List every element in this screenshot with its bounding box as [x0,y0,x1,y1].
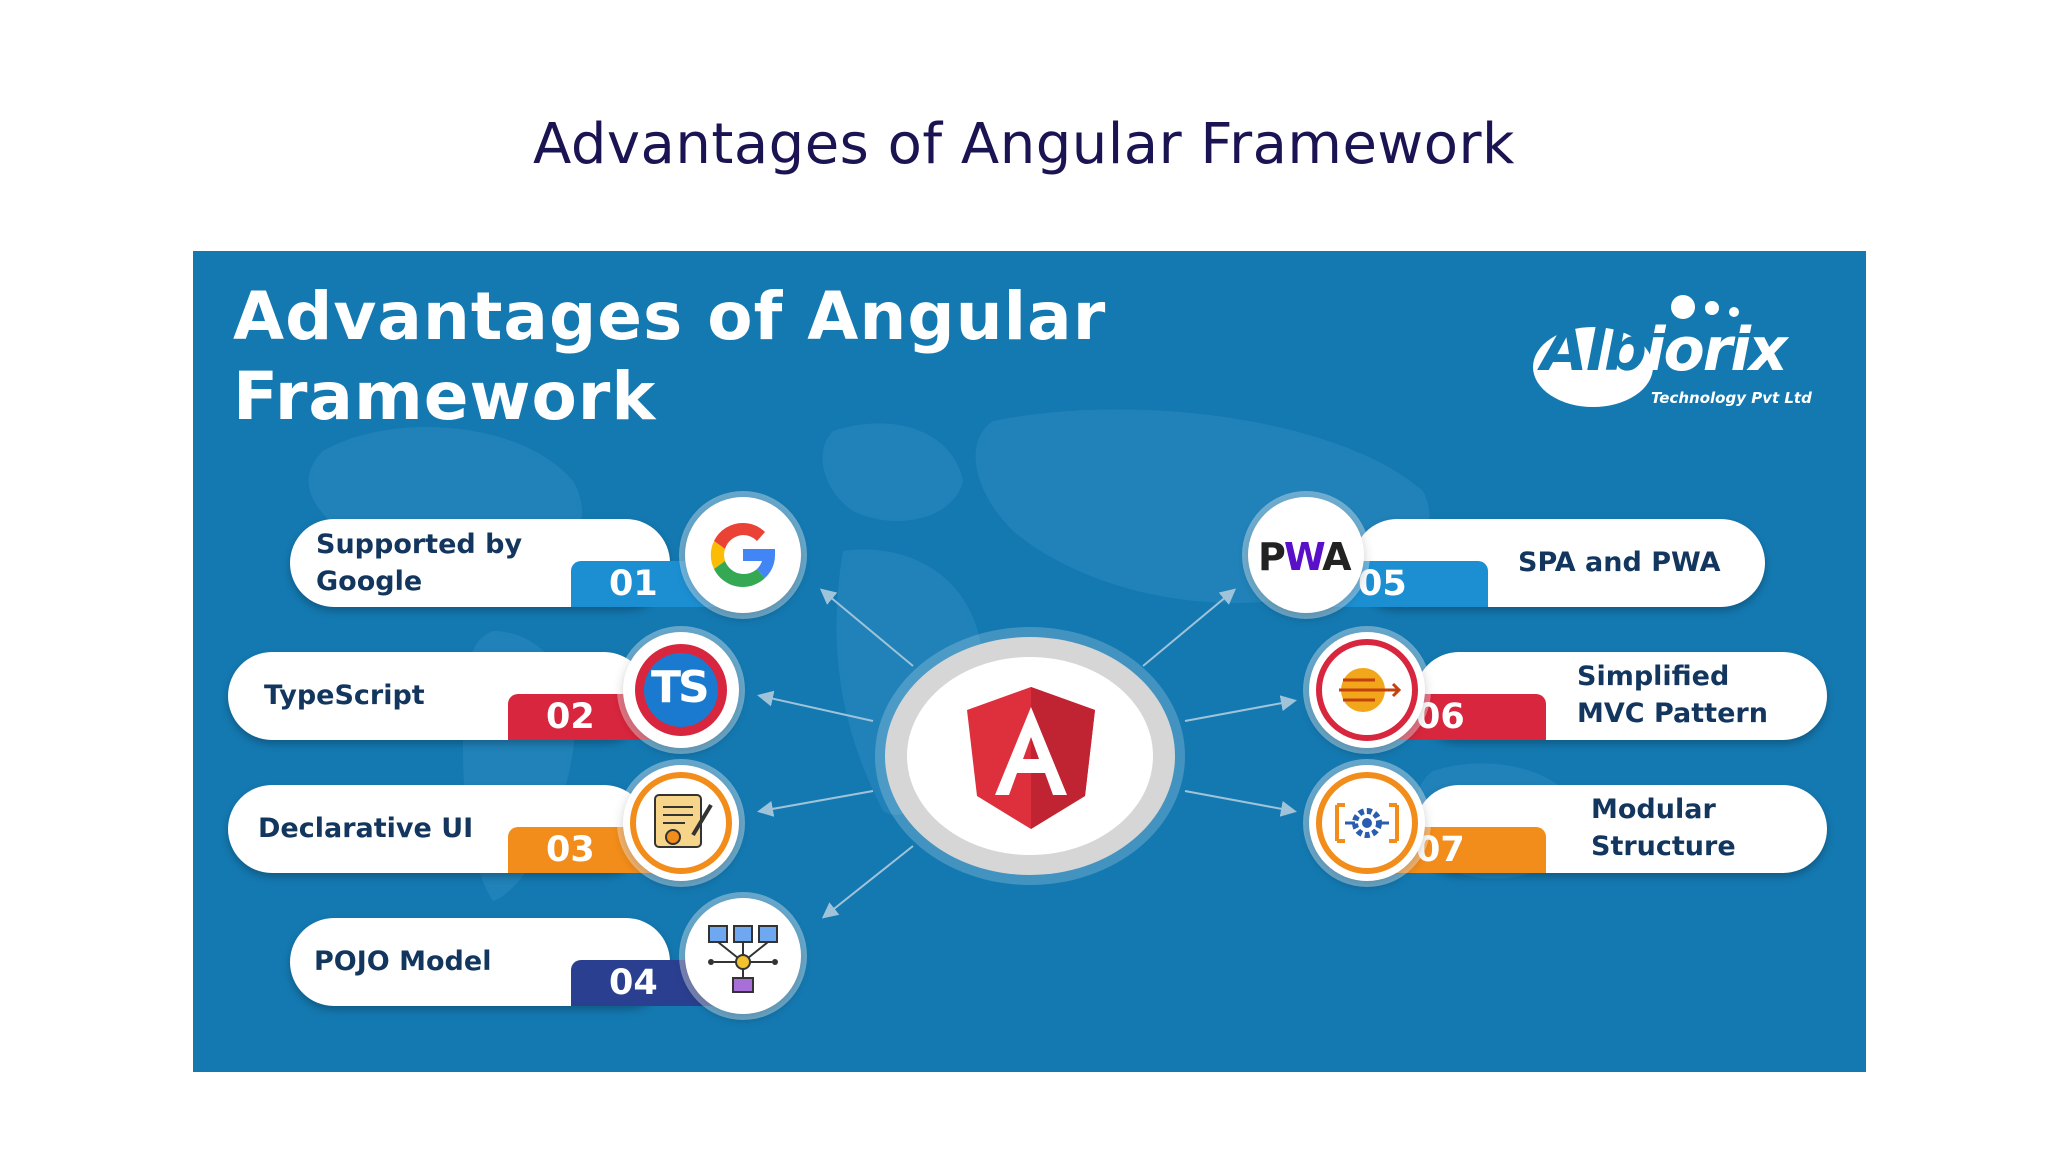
logo-tagline: Technology Pvt Ltd [1651,389,1812,407]
advantage-label: Supported by Google [316,526,522,600]
advantage-label: Modular Structure [1591,791,1736,865]
connector-06 [1184,695,1297,722]
advantage-label-line: Structure [1591,831,1736,862]
connector-arrows [757,588,1297,919]
logo-dot [1729,307,1739,317]
typescript-icon [635,644,727,736]
advantage-label: Simplified MVC Pattern [1577,658,1768,732]
advantage-label: Declarative UI [258,813,474,844]
advantage-icon-03 [623,765,739,881]
advantage-label-line: MVC Pattern [1577,698,1768,729]
advantage-label-line: Supported by [316,529,523,560]
advantage-icon-04 [685,898,801,1014]
infographic-title: Advantages of Angular Framework [233,277,1106,437]
data-model-icon [708,925,778,993]
connector-04 [821,845,914,919]
connector-07 [1184,790,1297,817]
infographic-title-line-2: Framework [233,358,657,435]
circuit-icon [1316,639,1418,741]
typescript-icon-text: TS [651,662,710,713]
advantage-label: POJO Model [314,946,492,977]
advantage-icon-06 [1309,632,1425,748]
connector-05 [1142,588,1237,667]
logo-dot [1671,295,1695,319]
logo-mark: Alb [1541,315,1647,385]
connector-02 [757,690,874,722]
connector-01 [819,588,914,667]
pwa-icon: PWA [1258,535,1352,579]
logo-dot [1705,301,1719,315]
albiorix-logo: Albiorix Technology Pvt Ltd [1533,291,1833,421]
slide-title: Advantages of Angular Framework [533,112,1515,177]
advantage-label: TypeScript [264,680,425,711]
advantage-label-line: Simplified [1577,661,1730,692]
logo-wordmark: Albiorix [1541,315,1788,385]
advantage-label-line: Modular [1591,794,1716,825]
connector-03 [757,790,874,817]
advantage-icon-05: PWA [1248,497,1364,613]
infographic-panel: Advantages of Angular Framework Albiorix… [193,251,1866,1072]
logo-oval [1533,327,1653,407]
certificate-scroll-icon [630,772,732,874]
advantage-icon-02: TS [623,632,739,748]
advantage-label: SPA and PWA [1518,547,1721,578]
infographic-title-line-1: Advantages of Angular [233,278,1107,355]
advantage-icon-07 [1309,765,1425,881]
gear-modules-icon [1316,772,1418,874]
advantage-icon-01 [685,497,801,613]
google-icon [710,522,775,587]
logo-wordmark-rest: iorix [1644,315,1788,385]
advantage-item-02: TypeScript [228,652,648,740]
advantage-label-line: Google [316,566,423,597]
angular-logo-icon [967,687,1095,829]
